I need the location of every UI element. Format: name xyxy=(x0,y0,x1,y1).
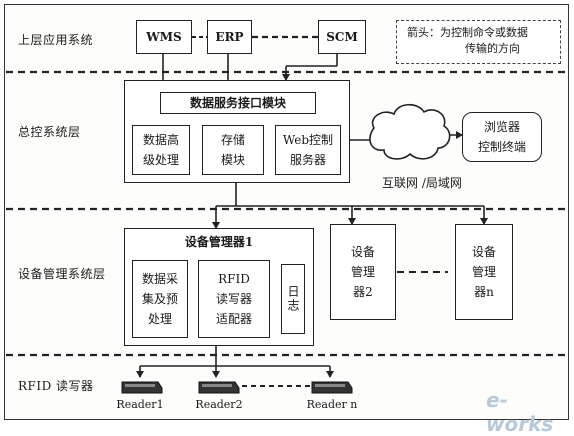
network-cloud-icon xyxy=(369,103,451,160)
data-acquisition-module: 数据采 集及预 处理 xyxy=(132,260,188,338)
scm-box: SCM xyxy=(318,20,366,54)
layer-label-device: 设备管理系统层 xyxy=(18,267,106,281)
data-processing-module: 数据高 级处理 xyxy=(132,125,190,175)
wms-box: WMS xyxy=(136,20,192,54)
legend-line-1: 箭头：为控制命令或数据 xyxy=(407,26,528,39)
web-control-server: Web控制 服务器 xyxy=(275,125,341,175)
dm2-line-3: 器2 xyxy=(353,285,373,299)
dmn-line-3: 器n xyxy=(474,285,494,299)
e-works-watermark: e-works xyxy=(486,388,554,436)
data-service-interface-module: 数据服务接口模块 xyxy=(160,92,316,114)
diagram-connectors xyxy=(6,35,568,394)
acquisition-line-3: 处理 xyxy=(147,312,172,326)
network-label: 互联网 /局域网 xyxy=(382,176,462,190)
device-manager-1-title: 设备管理器1 xyxy=(184,234,254,249)
device-manager-2-box: 设备 管理 器2 xyxy=(330,224,396,320)
storage-module: 存储 模块 xyxy=(202,125,264,175)
log-label: 日志 xyxy=(286,285,300,313)
adapter-line-2: 读写器 xyxy=(215,292,252,306)
rfid-reader-adapter: RFID 读写器 适配器 xyxy=(198,260,270,338)
browser-line-2: 控制终端 xyxy=(477,140,526,154)
device-manager-n-box: 设备 管理 器n xyxy=(455,224,513,320)
dmn-line-1: 设备 xyxy=(471,245,496,259)
dm2-line-1: 设备 xyxy=(350,245,375,259)
dm2-line-2: 管理 xyxy=(350,265,375,279)
adapter-line-3: 适配器 xyxy=(215,312,252,326)
acquisition-line-1: 数据采 xyxy=(141,272,178,286)
storage-line-1: 存储 xyxy=(220,133,245,147)
layer-label-rfid: RFID 读写器 xyxy=(18,379,94,393)
storage-line-2: 模块 xyxy=(220,153,245,167)
web-server-line-1: Web控制 xyxy=(282,133,334,147)
readern-icon xyxy=(311,381,353,394)
data-processing-line-2: 级处理 xyxy=(142,153,179,167)
erp-box: ERP xyxy=(207,20,252,54)
acquisition-line-2: 集及预 xyxy=(141,292,178,306)
legend-callout: 箭头：为控制命令或数据 传输的方向 xyxy=(396,20,561,64)
web-server-line-2: 服务器 xyxy=(289,153,326,167)
browser-line-1: 浏览器 xyxy=(483,120,520,134)
legend-line-2: 传输的方向 xyxy=(465,42,520,55)
readern-label: Reader n xyxy=(306,398,358,411)
reader1-label: Reader1 xyxy=(116,398,164,411)
dmn-line-2: 管理 xyxy=(471,265,496,279)
log-module: 日志 xyxy=(281,264,305,334)
browser-control-terminal: 浏览器 控制终端 xyxy=(462,112,542,162)
layer-label-control: 总控系统层 xyxy=(18,125,81,139)
reader2-icon xyxy=(198,381,240,394)
layer-label-upper: 上层应用系统 xyxy=(18,33,94,47)
reader2-label: Reader2 xyxy=(195,398,243,411)
data-processing-line-1: 数据高 xyxy=(142,133,179,147)
reader1-icon xyxy=(121,381,163,394)
adapter-line-1: RFID xyxy=(218,272,250,286)
